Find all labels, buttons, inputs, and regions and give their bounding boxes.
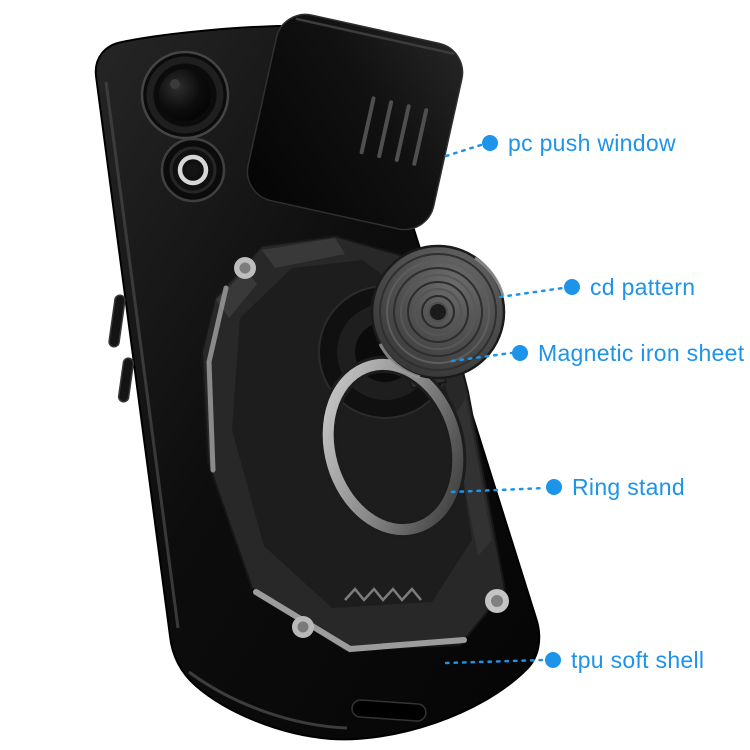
callout-dot-icon [546,479,562,495]
callout-ring-stand: Ring stand [546,474,685,500]
zigzag-texture [344,587,422,602]
leader-cd-pattern [498,286,565,299]
callout-cd-pattern: cd pattern [564,274,695,300]
ring-stand [319,355,467,539]
callout-label: cd pattern [590,273,696,300]
volume-button [108,294,126,348]
plate-left-accent [206,285,229,473]
callout-magnetic-iron-sheet: Magnetic iron sheet [512,340,744,366]
callout-label: pc push window [508,129,676,156]
leader-ring-stand [450,486,547,494]
callout-dot-icon [545,652,561,668]
callout-label: Ring stand [572,473,685,500]
callout-label: tpu soft shell [571,646,705,673]
callout-dot-icon [512,345,528,361]
camera-lenses [140,50,230,203]
callout-pc-push-window: pc push window [482,130,676,156]
leader-pc-push-window [444,143,483,158]
camera-slide-cover [246,13,464,231]
slide-grip-lines [359,96,429,166]
corner-screws [234,257,509,638]
callout-tpu-soft-shell: tpu soft shell [545,647,704,673]
charging-port-cutout [351,699,427,722]
leader-tpu-soft-shell [444,658,546,665]
case-bottom-highlight [188,670,348,730]
callout-leader-lines [444,143,565,665]
callout-dot-icon [564,279,580,295]
plate-bottom-accent [253,589,467,653]
case-edge-highlight [104,81,180,629]
leader-magnetic-iron-sheet [450,351,513,363]
power-button [117,357,135,403]
callout-label: Magnetic iron sheet [538,339,745,366]
cd-pattern-disc [370,244,506,380]
callout-dot-icon [482,135,498,151]
